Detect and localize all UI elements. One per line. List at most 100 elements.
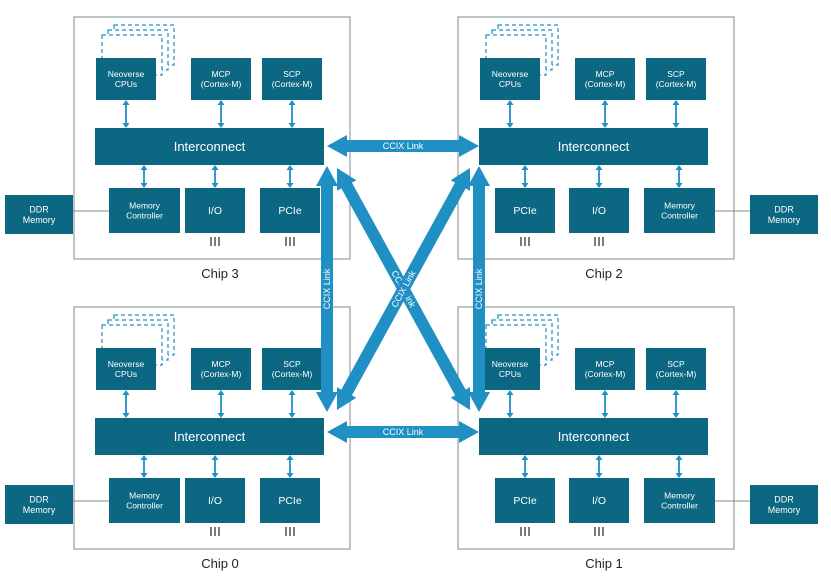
interconnect-block-label-line: Interconnect [558, 139, 630, 154]
ccix-link-top-shape [327, 135, 479, 157]
interconnect-block-label: Interconnect [174, 429, 246, 444]
pcie-block-label: PCIe [278, 495, 302, 507]
cpus-interconnect-arrow-head-up [122, 390, 130, 395]
memctrl-interconnect-arrow-head-up [140, 165, 148, 170]
ccix-link-left: CCIX Link [316, 166, 338, 412]
interconnect-block-label: Interconnect [174, 139, 246, 154]
pcie-block: PCIe [260, 188, 320, 233]
io-pins [210, 527, 220, 536]
pcie-interconnect-arrow [286, 455, 294, 478]
scp-block-label: SCP(Cortex-M) [272, 69, 313, 89]
cpus-interconnect-arrow [122, 390, 130, 418]
interconnect-block-label: Interconnect [558, 139, 630, 154]
pcie-interconnect-arrow-head-down [286, 473, 294, 478]
io-block-label-line: I/O [592, 205, 606, 217]
ccix-link-bottom: CCIX Link [327, 421, 479, 443]
io-block-box [185, 478, 245, 523]
io-block-label: I/O [208, 205, 222, 217]
memory-controller-block-label-line: Controller [126, 500, 163, 510]
scp-interconnect-arrow-head-down [288, 413, 296, 418]
io-interconnect-arrow [595, 455, 603, 478]
scp-block: SCP(Cortex-M) [262, 348, 322, 390]
mcp-interconnect-arrow-head-up [217, 390, 225, 395]
pcie-block: PCIe [260, 478, 320, 523]
mcp-block-label-line: MCP [596, 359, 615, 369]
interconnect-block-label-line: Interconnect [174, 429, 246, 444]
interconnect-block-label-line: Interconnect [174, 139, 246, 154]
pcie-interconnect-arrow [521, 165, 529, 188]
io-block-label: I/O [592, 495, 606, 507]
io-block: I/O [569, 188, 629, 233]
pcie-block-label-line: PCIe [278, 205, 302, 217]
memory-controller-block-label-line: Memory [664, 490, 695, 500]
chip-name-label: Chip 3 [201, 266, 239, 281]
pcie-block-label-line: PCIe [278, 495, 302, 507]
memctrl-interconnect-arrow-head-down [675, 183, 683, 188]
mcp-block-box [575, 58, 635, 100]
ddr-memory-block-label-line: DDR [774, 494, 794, 504]
ddr-memory-block-box [5, 195, 73, 234]
io-interconnect-arrow-head-down [595, 473, 603, 478]
scp-block: SCP(Cortex-M) [646, 348, 706, 390]
mcp-block: MCP(Cortex-M) [575, 58, 635, 100]
memory-controller-block-label-line: Controller [126, 210, 163, 220]
pcie-pins [285, 237, 295, 246]
ddr-memory-block-label-line: Memory [768, 505, 801, 515]
interconnect-block: Interconnect [479, 418, 708, 455]
mcp-block-label: MCP(Cortex-M) [201, 359, 242, 379]
neoverse-cpus-block-label-line: Neoverse [108, 359, 145, 369]
mcp-block-label-line: (Cortex-M) [585, 369, 626, 379]
io-interconnect-arrow [211, 165, 219, 188]
ddr-memory-block-label-line: Memory [768, 215, 801, 225]
neoverse-cpus-block-box [96, 348, 156, 390]
interconnect-block-label: Interconnect [558, 429, 630, 444]
memctrl-interconnect-arrow [675, 165, 683, 188]
scp-block-label: SCP(Cortex-M) [656, 359, 697, 379]
io-interconnect-arrow-head-up [595, 455, 603, 460]
memory-controller-block-label-line: Memory [664, 200, 695, 210]
scp-interconnect-arrow [672, 100, 680, 128]
interconnect-block-box [479, 418, 708, 455]
mcp-interconnect-arrow-head-up [601, 100, 609, 105]
memory-controller-block-label-line: Controller [661, 500, 698, 510]
chip-name-label: Chip 2 [585, 266, 623, 281]
mcp-interconnect-arrow-head-down [217, 123, 225, 128]
scp-interconnect-arrow [288, 390, 296, 418]
pcie-pins [520, 237, 530, 246]
pcie-block-label: PCIe [278, 205, 302, 217]
neoverse-cpus-block-label-line: CPUs [115, 369, 137, 379]
scp-block-label-line: SCP [667, 359, 685, 369]
ddr-memory-block-label-line: DDR [774, 204, 794, 214]
io-pins [594, 237, 604, 246]
neoverse-cpus-block-label-line: CPUs [115, 79, 137, 89]
io-block: I/O [185, 478, 245, 523]
memory-controller-block-label-line: Memory [129, 200, 160, 210]
scp-block-label: SCP(Cortex-M) [272, 359, 313, 379]
interconnect-block-box [95, 418, 324, 455]
scp-block-box [646, 348, 706, 390]
io-block-label: I/O [208, 495, 222, 507]
mcp-block-label-line: (Cortex-M) [201, 79, 242, 89]
cpus-interconnect-arrow-head-up [122, 100, 130, 105]
io-interconnect-arrow [211, 455, 219, 478]
memory-controller-block-label-line: Controller [661, 210, 698, 220]
mcp-block-label: MCP(Cortex-M) [201, 69, 242, 89]
neoverse-cpus-block-box [480, 348, 540, 390]
pcie-block-label: PCIe [513, 495, 537, 507]
scp-interconnect-arrow-head-up [672, 390, 680, 395]
io-block-box [569, 478, 629, 523]
pcie-block-label-line: PCIe [513, 205, 537, 217]
neoverse-cpus-block-box [96, 58, 156, 100]
